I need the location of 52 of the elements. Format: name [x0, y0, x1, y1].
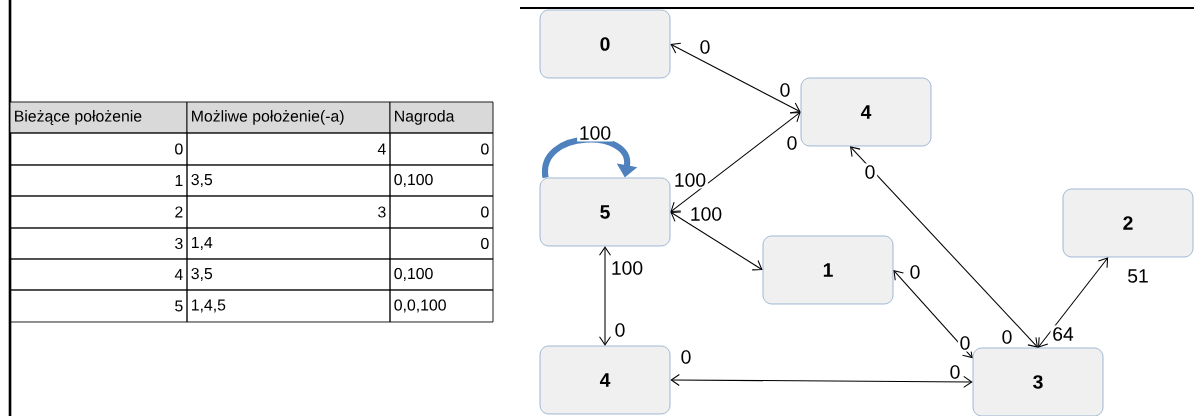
table-cell: 1,4 [186, 227, 391, 260]
arrow [893, 270, 973, 359]
table-cell: 0,100 [389, 258, 494, 291]
end-label: 0 [784, 134, 800, 152]
header-cell: Możliwe położenie(-a) [186, 101, 391, 134]
end-label: 51 [1125, 267, 1151, 285]
state-box: 0 [539, 9, 671, 79]
end-label: 100 [672, 171, 708, 189]
table-cell: 0,0,100 [389, 289, 494, 323]
edge-label: 100 [577, 124, 613, 142]
arrow [670, 112, 801, 212]
table-cell: 5 [9, 289, 188, 323]
end-label: 64 [1050, 325, 1076, 343]
table-cell: 3,5 [186, 164, 391, 197]
end-label: 0 [907, 263, 923, 281]
table-cell: 3 [186, 195, 391, 229]
table-cell: 1 [9, 164, 188, 197]
state-box: 3 [972, 347, 1104, 416]
arrow [599, 246, 612, 346]
end-label: 0 [957, 334, 973, 352]
table-cell: 0 [389, 227, 494, 260]
header-cell: Nagroda [389, 101, 494, 134]
end-label: 0 [777, 81, 793, 99]
end-label: 0 [612, 321, 628, 339]
end-label: 0 [947, 363, 963, 381]
end-label: 0 [862, 163, 878, 181]
arrow [670, 374, 973, 388]
table-cell: 4 [9, 258, 188, 291]
arrow [670, 211, 763, 271]
arrow [850, 146, 1038, 348]
state-box: 2 [1062, 188, 1194, 258]
table-cell: 0,100 [389, 164, 494, 197]
table-cell: 3,5 [186, 258, 391, 291]
table-cell: 0 [389, 195, 494, 229]
table-cell: 1,4,5 [186, 289, 391, 323]
state-box: 4 [539, 345, 671, 415]
table-cell: 3 [9, 227, 188, 260]
state-box: 5 [539, 177, 671, 247]
table-cell: 0 [389, 132, 494, 166]
table-cell: 2 [9, 195, 188, 229]
end-label: 100 [688, 205, 724, 223]
state-box: 1 [762, 235, 894, 305]
end-label: 0 [697, 38, 713, 56]
table-cell: 4 [186, 132, 391, 166]
end-label: 100 [609, 259, 645, 277]
header-cell: Bieżące położenie [9, 101, 188, 134]
state-box: 4 [800, 77, 932, 147]
arrow [670, 42, 801, 114]
arrow [1038, 257, 1109, 348]
table-cell: 0 [9, 132, 188, 166]
end-label: 0 [999, 328, 1015, 346]
end-label: 0 [678, 348, 694, 366]
